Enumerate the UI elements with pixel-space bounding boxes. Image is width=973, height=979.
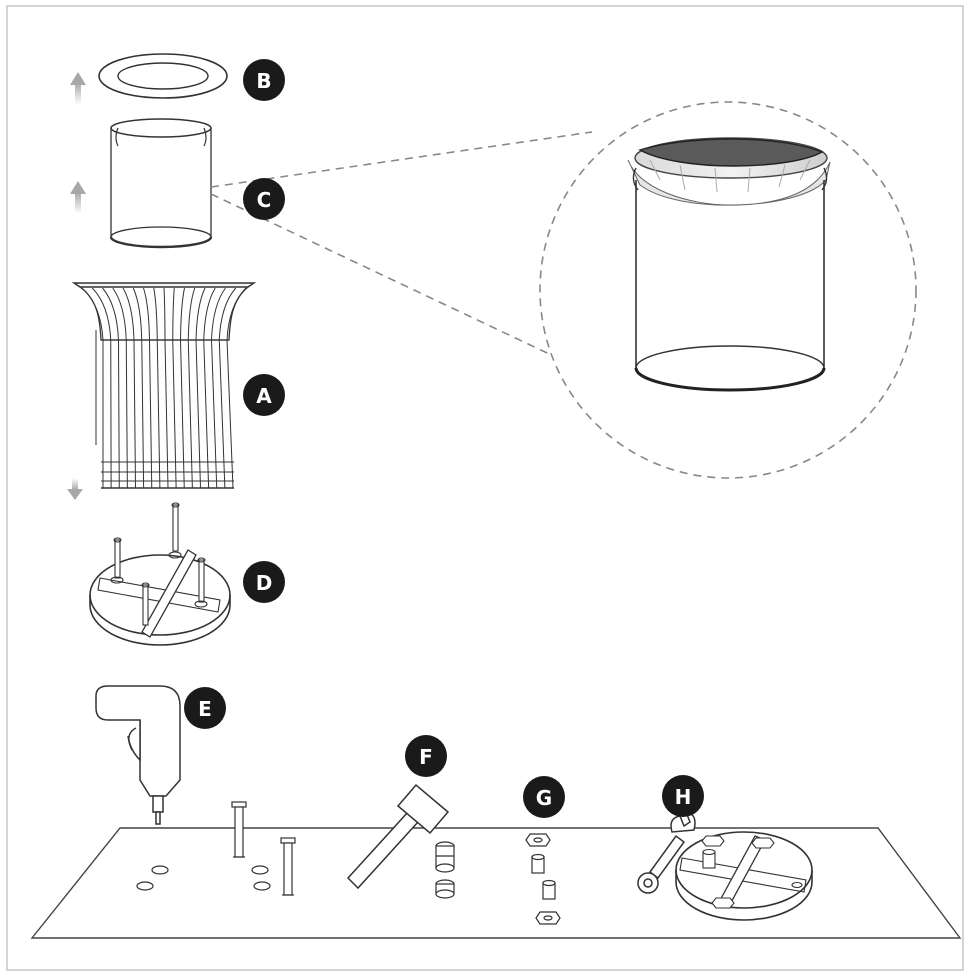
- label-c-text: C: [257, 188, 272, 212]
- flare-slat: [226, 287, 247, 341]
- slatted-bin-body: [71, 282, 257, 489]
- label-badge-c: C: [243, 178, 285, 220]
- flare-slat: [143, 287, 150, 341]
- wrench-tool: [637, 811, 696, 894]
- flare-slat: [195, 287, 206, 341]
- zoom-connector-lines: [210, 131, 593, 361]
- body-slat: [133, 339, 136, 489]
- body-slat: [218, 339, 226, 489]
- label-badge-g: G: [523, 776, 565, 818]
- label-f-text: F: [419, 745, 433, 769]
- flare-slat: [211, 287, 226, 341]
- flare-slat: [102, 287, 119, 341]
- lower-arrow-body: [67, 478, 83, 500]
- flare-slat: [180, 287, 185, 341]
- base-plate: [89, 502, 231, 646]
- label-h-text: H: [675, 785, 692, 809]
- body-slat: [203, 339, 210, 489]
- flare-slat: [163, 287, 166, 341]
- body-slat: [180, 339, 185, 489]
- label-badge-h: H: [662, 775, 704, 817]
- label-d-text: D: [256, 571, 273, 595]
- flare-slat: [132, 287, 143, 341]
- label-badge-b: B: [243, 59, 285, 101]
- flare-slat: [218, 287, 237, 341]
- label-b-text: B: [256, 69, 271, 93]
- base-bolts: [110, 502, 208, 626]
- ground-plane: [30, 827, 962, 939]
- flare-slat: [91, 287, 112, 341]
- lift-arrow-liner: [70, 181, 86, 214]
- sleeve-anchors: [435, 841, 455, 899]
- flare-slat: [172, 287, 175, 341]
- mallet-tool: [346, 783, 450, 890]
- flare-slat: [153, 287, 158, 341]
- body-slat: [187, 339, 193, 489]
- flare-slat: [187, 287, 196, 341]
- liner-cylinder: [109, 118, 213, 249]
- body-slat: [156, 339, 161, 489]
- installed-base-plate: [675, 831, 813, 921]
- zoom-detail-circle: [539, 101, 917, 479]
- label-g-text: G: [536, 786, 552, 810]
- body-slat: [195, 339, 201, 489]
- body-slat: [141, 339, 145, 489]
- ground-holes: [136, 865, 271, 891]
- drill-tool: [95, 685, 181, 825]
- body-slat: [118, 339, 120, 489]
- body-slat: [211, 339, 218, 489]
- body-slat: [164, 339, 169, 489]
- label-a-text: A: [256, 384, 272, 408]
- body-slat: [149, 339, 153, 489]
- flare-slat: [81, 287, 104, 341]
- label-badge-a: A: [243, 374, 285, 416]
- flare-slat: [203, 287, 216, 341]
- label-badge-f: F: [405, 735, 447, 777]
- label-e-text: E: [198, 697, 212, 721]
- flare-slat: [112, 287, 127, 341]
- label-badge-e: E: [184, 687, 226, 729]
- body-slat: [172, 339, 177, 489]
- nuts-washers: [525, 833, 561, 925]
- zoomed-liner-with-bag: [627, 137, 831, 392]
- label-badge-d: D: [243, 561, 285, 603]
- anchor-bolts: [231, 801, 296, 896]
- top-ring: [98, 53, 228, 99]
- flare-slat: [122, 287, 135, 341]
- body-slat: [125, 339, 128, 489]
- lift-arrow-ring: [70, 72, 86, 105]
- body-slat: [226, 339, 234, 489]
